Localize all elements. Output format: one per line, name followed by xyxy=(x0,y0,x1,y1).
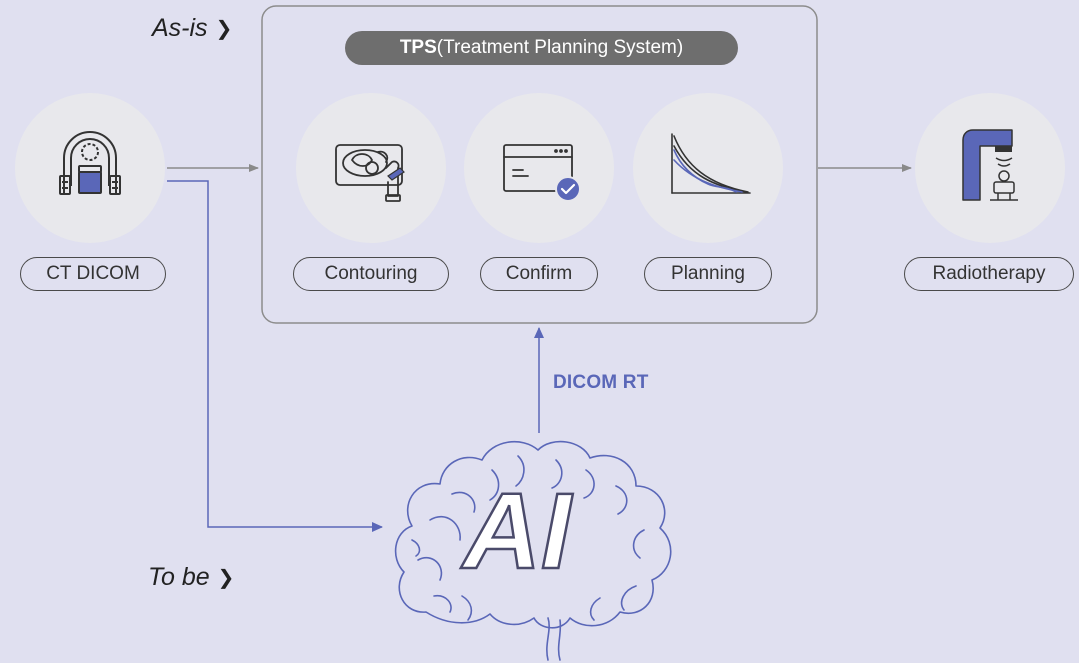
chevron-right-icon: ❯ xyxy=(217,567,235,589)
planning-circle xyxy=(633,93,783,243)
tps-title: TPS(Treatment Planning System) xyxy=(345,31,738,65)
ct-scanner-icon xyxy=(59,131,121,195)
confirm-checkmark xyxy=(560,183,576,195)
tps-title-rest: (Treatment Planning System) xyxy=(436,37,684,58)
arrow-ct-to-ai xyxy=(167,180,383,532)
contouring-label: Contouring xyxy=(293,257,449,291)
as-is-text: As-is xyxy=(152,14,208,42)
to-be-text: To be xyxy=(148,563,210,591)
dicom-rt-label: DICOM RT xyxy=(553,372,649,393)
contouring-pen-icon xyxy=(387,167,405,181)
confirm-check-icon xyxy=(555,176,581,202)
brain-ai-icon xyxy=(394,440,672,661)
radiotherapy-label: Radiotherapy xyxy=(904,257,1074,291)
chevron-right-icon: ❯ xyxy=(215,18,233,40)
contouring-circle xyxy=(296,93,446,243)
tps-box xyxy=(261,5,818,324)
radiotherapy-circle xyxy=(915,93,1065,243)
confirm-window-icon xyxy=(503,144,573,192)
ai-glyph: AI xyxy=(460,470,573,591)
confirm-circle xyxy=(464,93,614,243)
ct-circle xyxy=(15,93,165,243)
tps-title-bold: TPS xyxy=(399,37,437,58)
linac-icon xyxy=(962,129,1018,201)
ct-dicom-label: CT DICOM xyxy=(20,257,166,291)
contouring-tablet-icon xyxy=(335,144,403,202)
planning-label: Planning xyxy=(644,257,772,291)
dose-curve-icon xyxy=(671,133,751,194)
to-be-label: To be ❯ xyxy=(148,563,234,592)
confirm-label: Confirm xyxy=(480,257,598,291)
as-is-label: As-is ❯ xyxy=(152,14,232,43)
